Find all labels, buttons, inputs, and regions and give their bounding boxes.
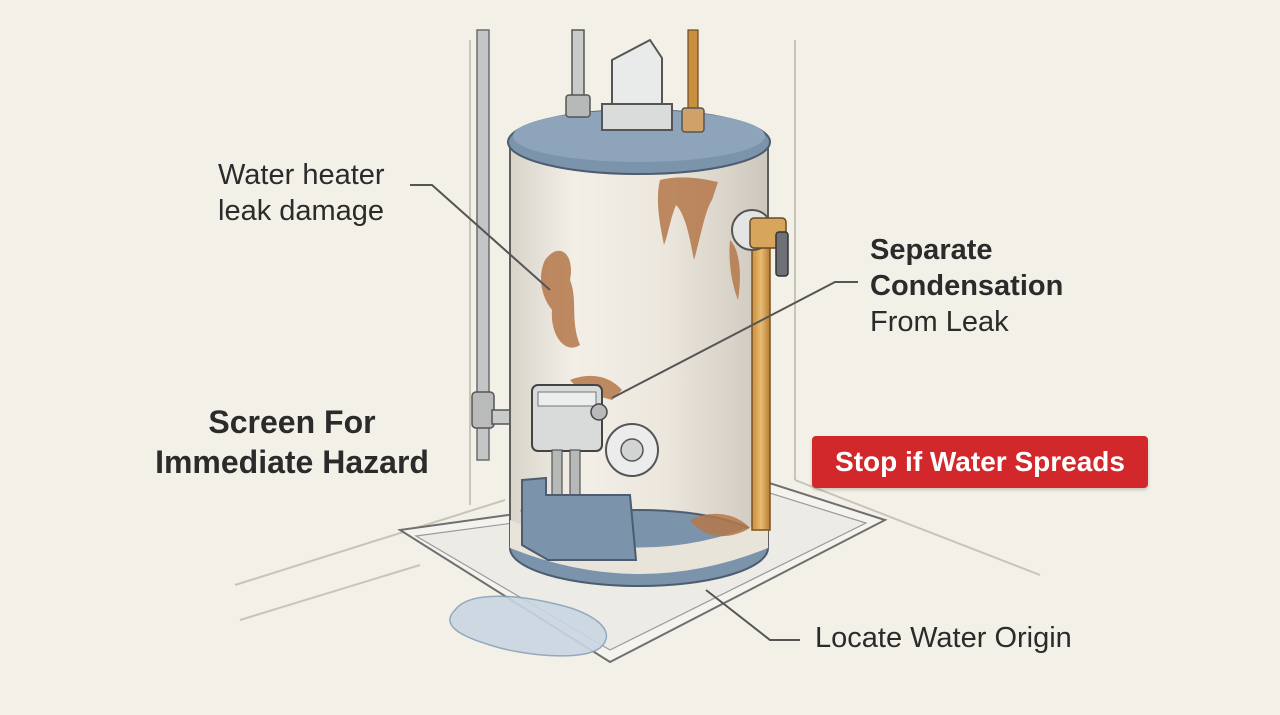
gas-control-valve <box>521 384 659 561</box>
hazard-line-2: Immediate Hazard <box>155 444 429 480</box>
leak-damage-line-1: Water heater <box>218 159 385 191</box>
separate-condensation-label: Separate Condensation From Leak <box>870 232 1063 340</box>
immediate-hazard-label: Screen For Immediate Hazard <box>142 402 442 482</box>
leak-damage-label: Water heater leak damage <box>218 157 385 229</box>
relief-valve <box>731 209 789 531</box>
separate-line-3: From Leak <box>870 306 1009 338</box>
leak-damage-line-2: leak damage <box>218 195 385 227</box>
water-origin-label: Locate Water Origin <box>815 622 1072 654</box>
rust-stains <box>520 177 750 542</box>
stop-warning-badge: Stop if Water Spreads <box>812 436 1148 488</box>
water-puddle <box>449 595 608 657</box>
hazard-line-1: Screen For <box>208 404 376 440</box>
room-background <box>234 40 1041 621</box>
callout-leaders <box>410 184 858 641</box>
separate-line-1: Separate <box>870 234 993 266</box>
separate-line-2: Condensation <box>870 270 1064 302</box>
top-fittings <box>565 29 705 133</box>
